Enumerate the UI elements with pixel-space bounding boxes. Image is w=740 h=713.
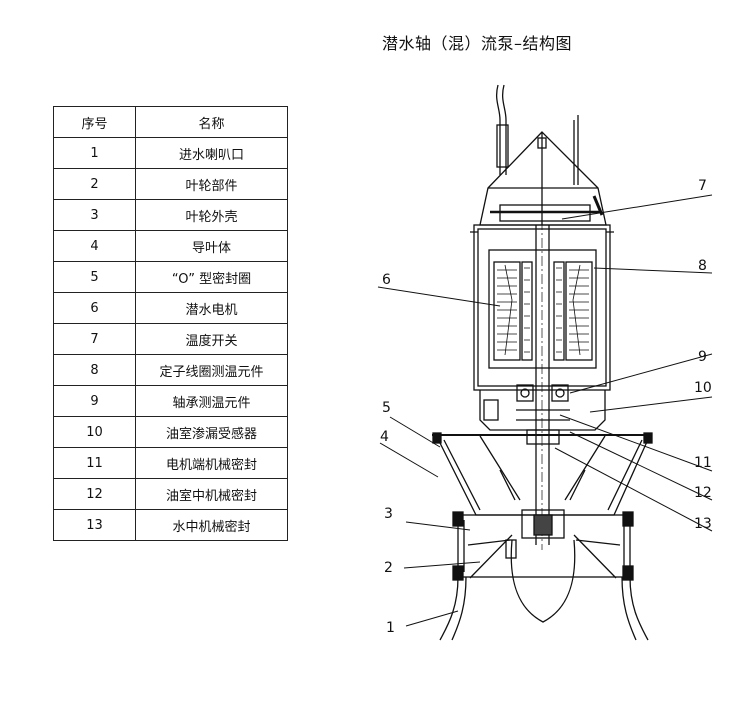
impeller — [469, 509, 617, 623]
rotor — [521, 261, 565, 361]
row-name: 进水喇叭口 — [135, 137, 288, 169]
header-number: 序号 — [53, 106, 136, 138]
lower-bearing — [516, 384, 569, 402]
callout-11: 11 — [694, 455, 712, 471]
leader-lines — [377, 194, 713, 627]
row-number: 8 — [53, 354, 136, 386]
callout-2: 2 — [384, 560, 393, 576]
row-number: 1 — [53, 137, 136, 169]
stator-winding — [493, 261, 593, 361]
callout-labels: 1 2 3 4 5 6 7 8 9 10 11 12 13 — [380, 178, 712, 636]
callout-5: 5 — [382, 400, 391, 416]
callout-12: 12 — [694, 485, 712, 501]
callout-4: 4 — [380, 429, 389, 445]
callout-3: 3 — [384, 506, 393, 522]
row-name: “O” 型密封圈 — [135, 261, 288, 293]
row-name: 导叶体 — [135, 230, 288, 262]
row-number: 9 — [53, 385, 136, 417]
diagram-title: 潜水轴（混）流泵–结构图 — [382, 34, 573, 53]
table-header-row: 序号 名称 — [53, 106, 288, 138]
row-number: 6 — [53, 292, 136, 324]
row-number: 5 — [53, 261, 136, 293]
callout-6: 6 — [382, 272, 391, 288]
header-name: 名称 — [135, 106, 288, 138]
callout-1: 1 — [386, 620, 395, 636]
callout-9: 9 — [698, 349, 707, 365]
inlet-bell — [439, 576, 649, 641]
oil-chamber — [479, 390, 606, 445]
row-number: 2 — [53, 168, 136, 200]
row-name: 电机端机械密封 — [135, 447, 288, 479]
power-cable — [495, 84, 579, 185]
row-name: 叶轮外壳 — [135, 199, 288, 231]
row-name: 定子线圈测温元件 — [135, 354, 288, 386]
callout-13: 13 — [694, 516, 712, 532]
row-number: 10 — [53, 416, 136, 448]
row-name: 水中机械密封 — [135, 509, 288, 541]
row-number: 3 — [53, 199, 136, 231]
top-cover — [479, 131, 607, 226]
row-number: 7 — [53, 323, 136, 355]
row-name: 油室渗漏受感器 — [135, 416, 288, 448]
callout-8: 8 — [698, 258, 707, 274]
pump-shaft — [535, 220, 550, 550]
callout-10: 10 — [694, 380, 712, 396]
table-row: 5“O” 型密封圈 — [53, 261, 288, 293]
callout-7: 7 — [698, 178, 707, 194]
row-number: 13 — [53, 509, 136, 541]
row-name: 叶轮部件 — [135, 168, 288, 200]
